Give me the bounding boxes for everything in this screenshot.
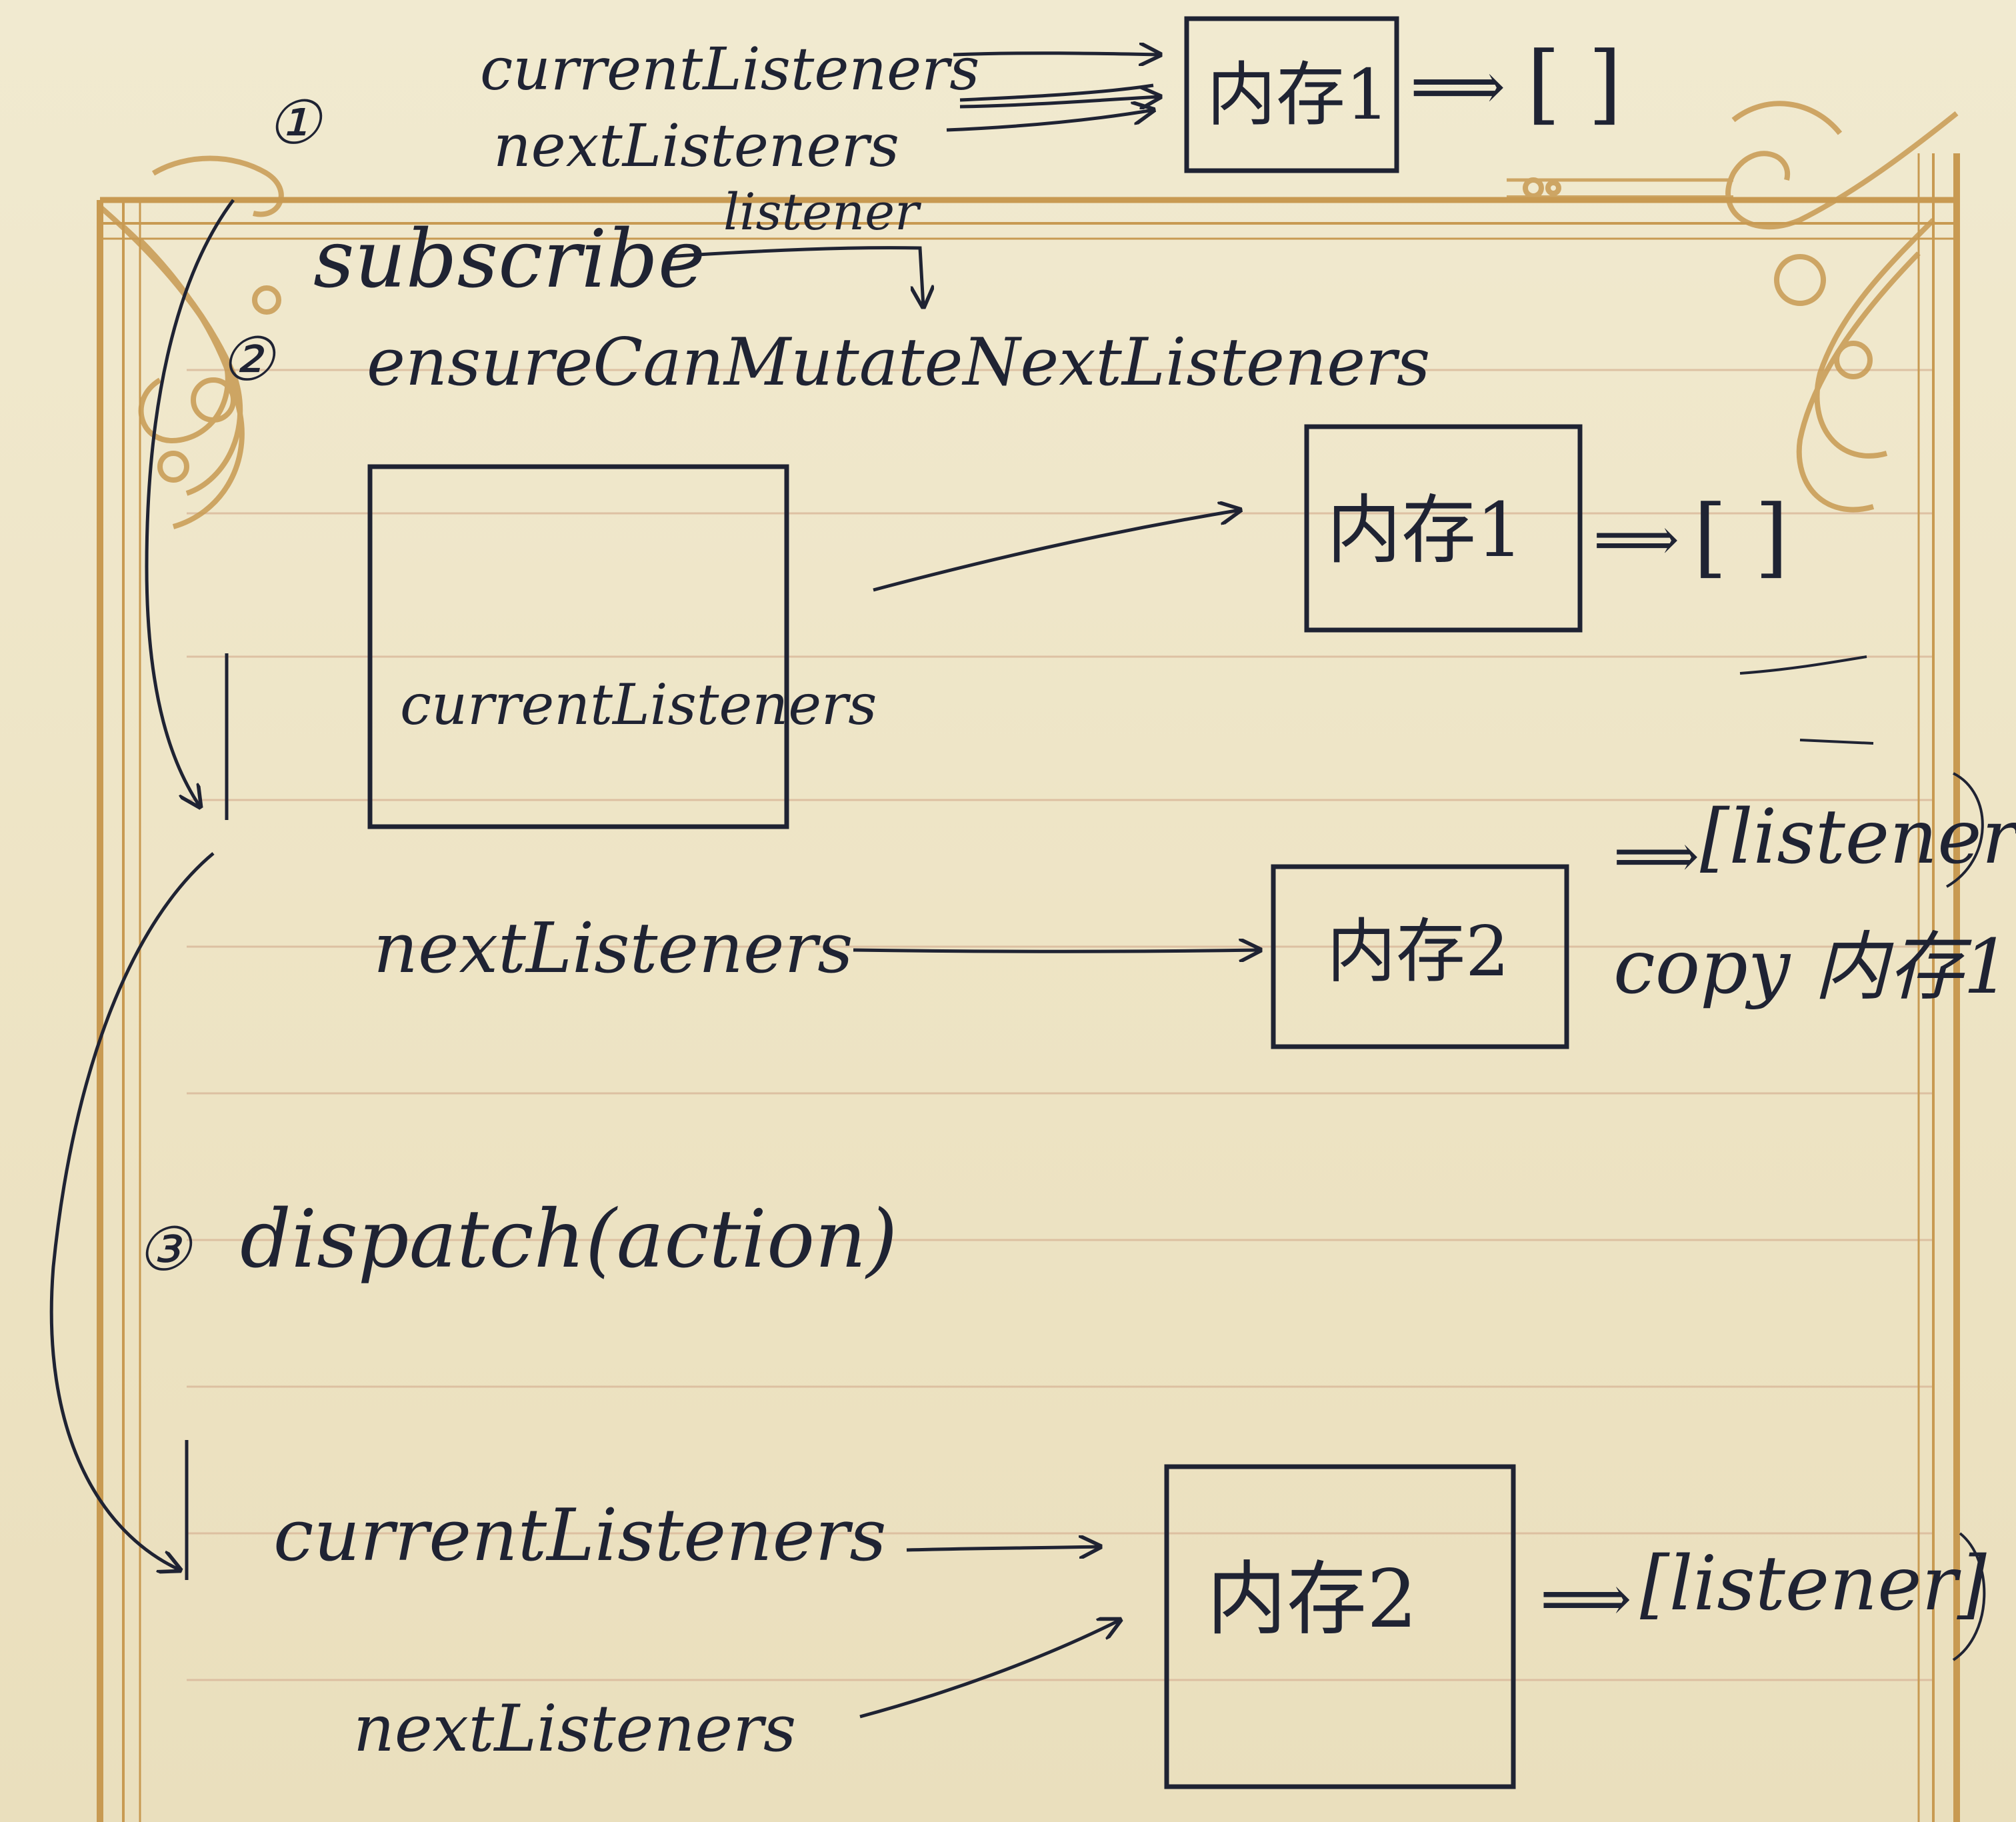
step-one-current-label: currentListeners xyxy=(480,35,980,103)
step-two-arrow-1: ⟹ xyxy=(1593,505,1680,575)
step-three-array: [listener] xyxy=(1640,1541,1987,1627)
step-one-arrows xyxy=(946,53,1160,132)
step-three-memory-label: 内存2 xyxy=(1207,1553,1418,1646)
step-two-memory2-box xyxy=(1271,864,1569,1049)
step-three-current-label: currentListeners xyxy=(273,1494,887,1577)
step-two-next-label: nextListeners xyxy=(373,907,853,989)
step-three-next-label: nextListeners xyxy=(353,1691,797,1766)
step-two-title: ensureCanMutateNextListeners xyxy=(367,325,1431,401)
frame-ornament-left xyxy=(98,155,284,529)
step-two-memory1-label: 内存1 xyxy=(1327,487,1524,574)
step-two-scribbles xyxy=(1739,655,1984,888)
ruled-lines xyxy=(187,369,1933,1681)
step-three-arrow: ⟹ xyxy=(1540,1561,1632,1636)
step-three-title: dispatch(action) xyxy=(240,1193,898,1286)
step-two-array2: [listener] xyxy=(1700,794,2016,881)
step-one-marker: ① xyxy=(267,88,321,158)
step-one-memory-label: 内存1 xyxy=(1207,54,1390,135)
step-one-array: [ ] xyxy=(1527,33,1622,134)
subscribe-label: subscribe xyxy=(313,213,706,306)
step-two-copy-note: copy 内存1 xyxy=(1613,924,2011,1011)
step-three-memory-box xyxy=(1164,1464,1516,1789)
step-two-arrow-2: ⟹ xyxy=(1613,821,1700,891)
step-three-bracket-tail xyxy=(1952,1532,1986,1661)
frame-ornament-right xyxy=(1507,101,1959,513)
step-two-array1: [ ] xyxy=(1693,486,1789,587)
step-two-arrows xyxy=(853,510,1260,951)
step-two-current-box xyxy=(367,464,789,829)
step-two-current-label: currentListeners xyxy=(400,672,877,737)
step-one-next-label: nextListeners xyxy=(493,111,899,180)
ornate-frame xyxy=(97,153,1960,1822)
step-two-memory2-label: 内存2 xyxy=(1327,911,1510,992)
step-two-memory1-box xyxy=(1304,424,1583,633)
step-three-arrows xyxy=(859,1547,1120,1719)
step-one-memory-box xyxy=(1184,16,1399,173)
step-three-marker: ③ xyxy=(137,1215,191,1285)
subscribe-param-label: listener xyxy=(723,182,919,241)
step-one-arrow: ⟹ xyxy=(1410,47,1506,125)
subscribe-connector xyxy=(49,199,923,1580)
step-two-marker: ② xyxy=(220,325,274,395)
